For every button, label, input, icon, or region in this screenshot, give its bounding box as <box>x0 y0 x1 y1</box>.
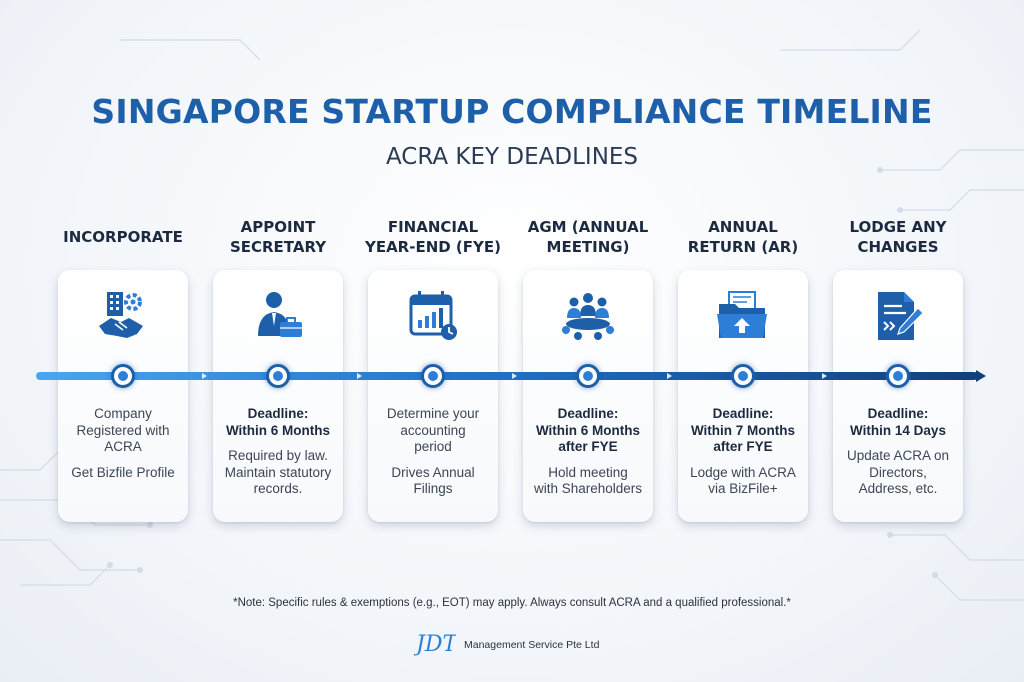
timeline-node <box>111 364 135 388</box>
step-description-agm: Deadline: Within 6 Months after FYE Hold… <box>527 406 649 498</box>
company-logo: JDT <box>414 632 456 657</box>
description-line: Hold meeting with Shareholders <box>533 464 643 497</box>
step-description-annual-return: Deadline: Within 7 Months after FYE Lodg… <box>682 406 804 498</box>
timeline-node <box>576 364 600 388</box>
timeline-node <box>266 364 290 388</box>
meeting-group-icon <box>558 286 618 346</box>
timeline-node <box>421 364 445 388</box>
deadline-text: Deadline: Within 14 Days <box>850 406 946 438</box>
step-heading-incorporate: INCORPORATE <box>63 228 183 246</box>
description-line: Update ACRA on Directors, Address, etc. <box>846 448 950 496</box>
step-description-fye: Determine your accounting period Drives … <box>372 406 494 498</box>
deadline-text: Deadline: Within 6 Months after FYE <box>535 406 641 454</box>
step-card-incorporate: Company Registered with ACRA Get Bizfile… <box>58 270 188 522</box>
step-heading-lodge-changes: LODGE ANY CHANGES <box>849 218 947 256</box>
businessman-briefcase-icon <box>248 286 308 346</box>
description-line: Drives Annual Filings <box>391 464 475 497</box>
step-description-secretary: Deadline: Within 6 Months Required by la… <box>217 406 339 498</box>
page-title: SINGAPORE STARTUP COMPLIANCE TIMELINE <box>91 92 933 131</box>
document-edit-icon <box>868 286 928 346</box>
description-line: Company Registered with ACRA <box>76 406 170 454</box>
step-card-lodge-changes: Deadline: Within 14 Days Update ACRA on … <box>833 270 963 522</box>
deadline-text: Deadline: Within 6 Months <box>225 406 331 438</box>
description-line: Lodge with ACRA via BizFile+ <box>690 464 796 497</box>
step-card-annual-return: Deadline: Within 7 Months after FYE Lodg… <box>678 270 808 522</box>
step-card-secretary: Deadline: Within 6 Months Required by la… <box>213 270 343 522</box>
timeline-node <box>731 364 755 388</box>
page-subtitle: ACRA KEY DEADLINES <box>385 144 639 170</box>
description-line: Get Bizfile Profile <box>71 464 175 480</box>
step-heading-annual-return: ANNUAL RETURN (AR) <box>687 218 799 256</box>
description-line: Determine your accounting period <box>386 406 480 454</box>
disclaimer-note: *Note: Specific rules & exemptions (e.g.… <box>233 597 791 609</box>
timeline-node <box>886 364 910 388</box>
deadline-text: Deadline: Within 7 Months after FYE <box>690 406 796 454</box>
company-name: Management Service Pte Ltd <box>464 639 600 651</box>
step-description-incorporate: Company Registered with ACRA Get Bizfile… <box>62 406 184 481</box>
timeline-bar <box>36 370 986 382</box>
step-heading-fye: FINANCIAL YEAR-END (FYE) <box>364 218 502 256</box>
calendar-chart-icon <box>403 286 463 346</box>
step-description-lodge-changes: Deadline: Within 14 Days Update ACRA on … <box>837 406 959 498</box>
step-card-fye: Determine your accounting period Drives … <box>368 270 498 522</box>
folder-upload-icon <box>713 286 773 346</box>
svg-text:JDT: JDT <box>414 632 456 657</box>
building-handshake-icon <box>93 286 153 346</box>
step-heading-agm: AGM (ANNUAL MEETING) <box>527 218 649 256</box>
step-card-agm: Deadline: Within 6 Months after FYE Hold… <box>523 270 653 522</box>
step-heading-secretary: APPOINT SECRETARY <box>229 218 327 256</box>
description-line: Required by law. Maintain statutory reco… <box>224 448 332 496</box>
